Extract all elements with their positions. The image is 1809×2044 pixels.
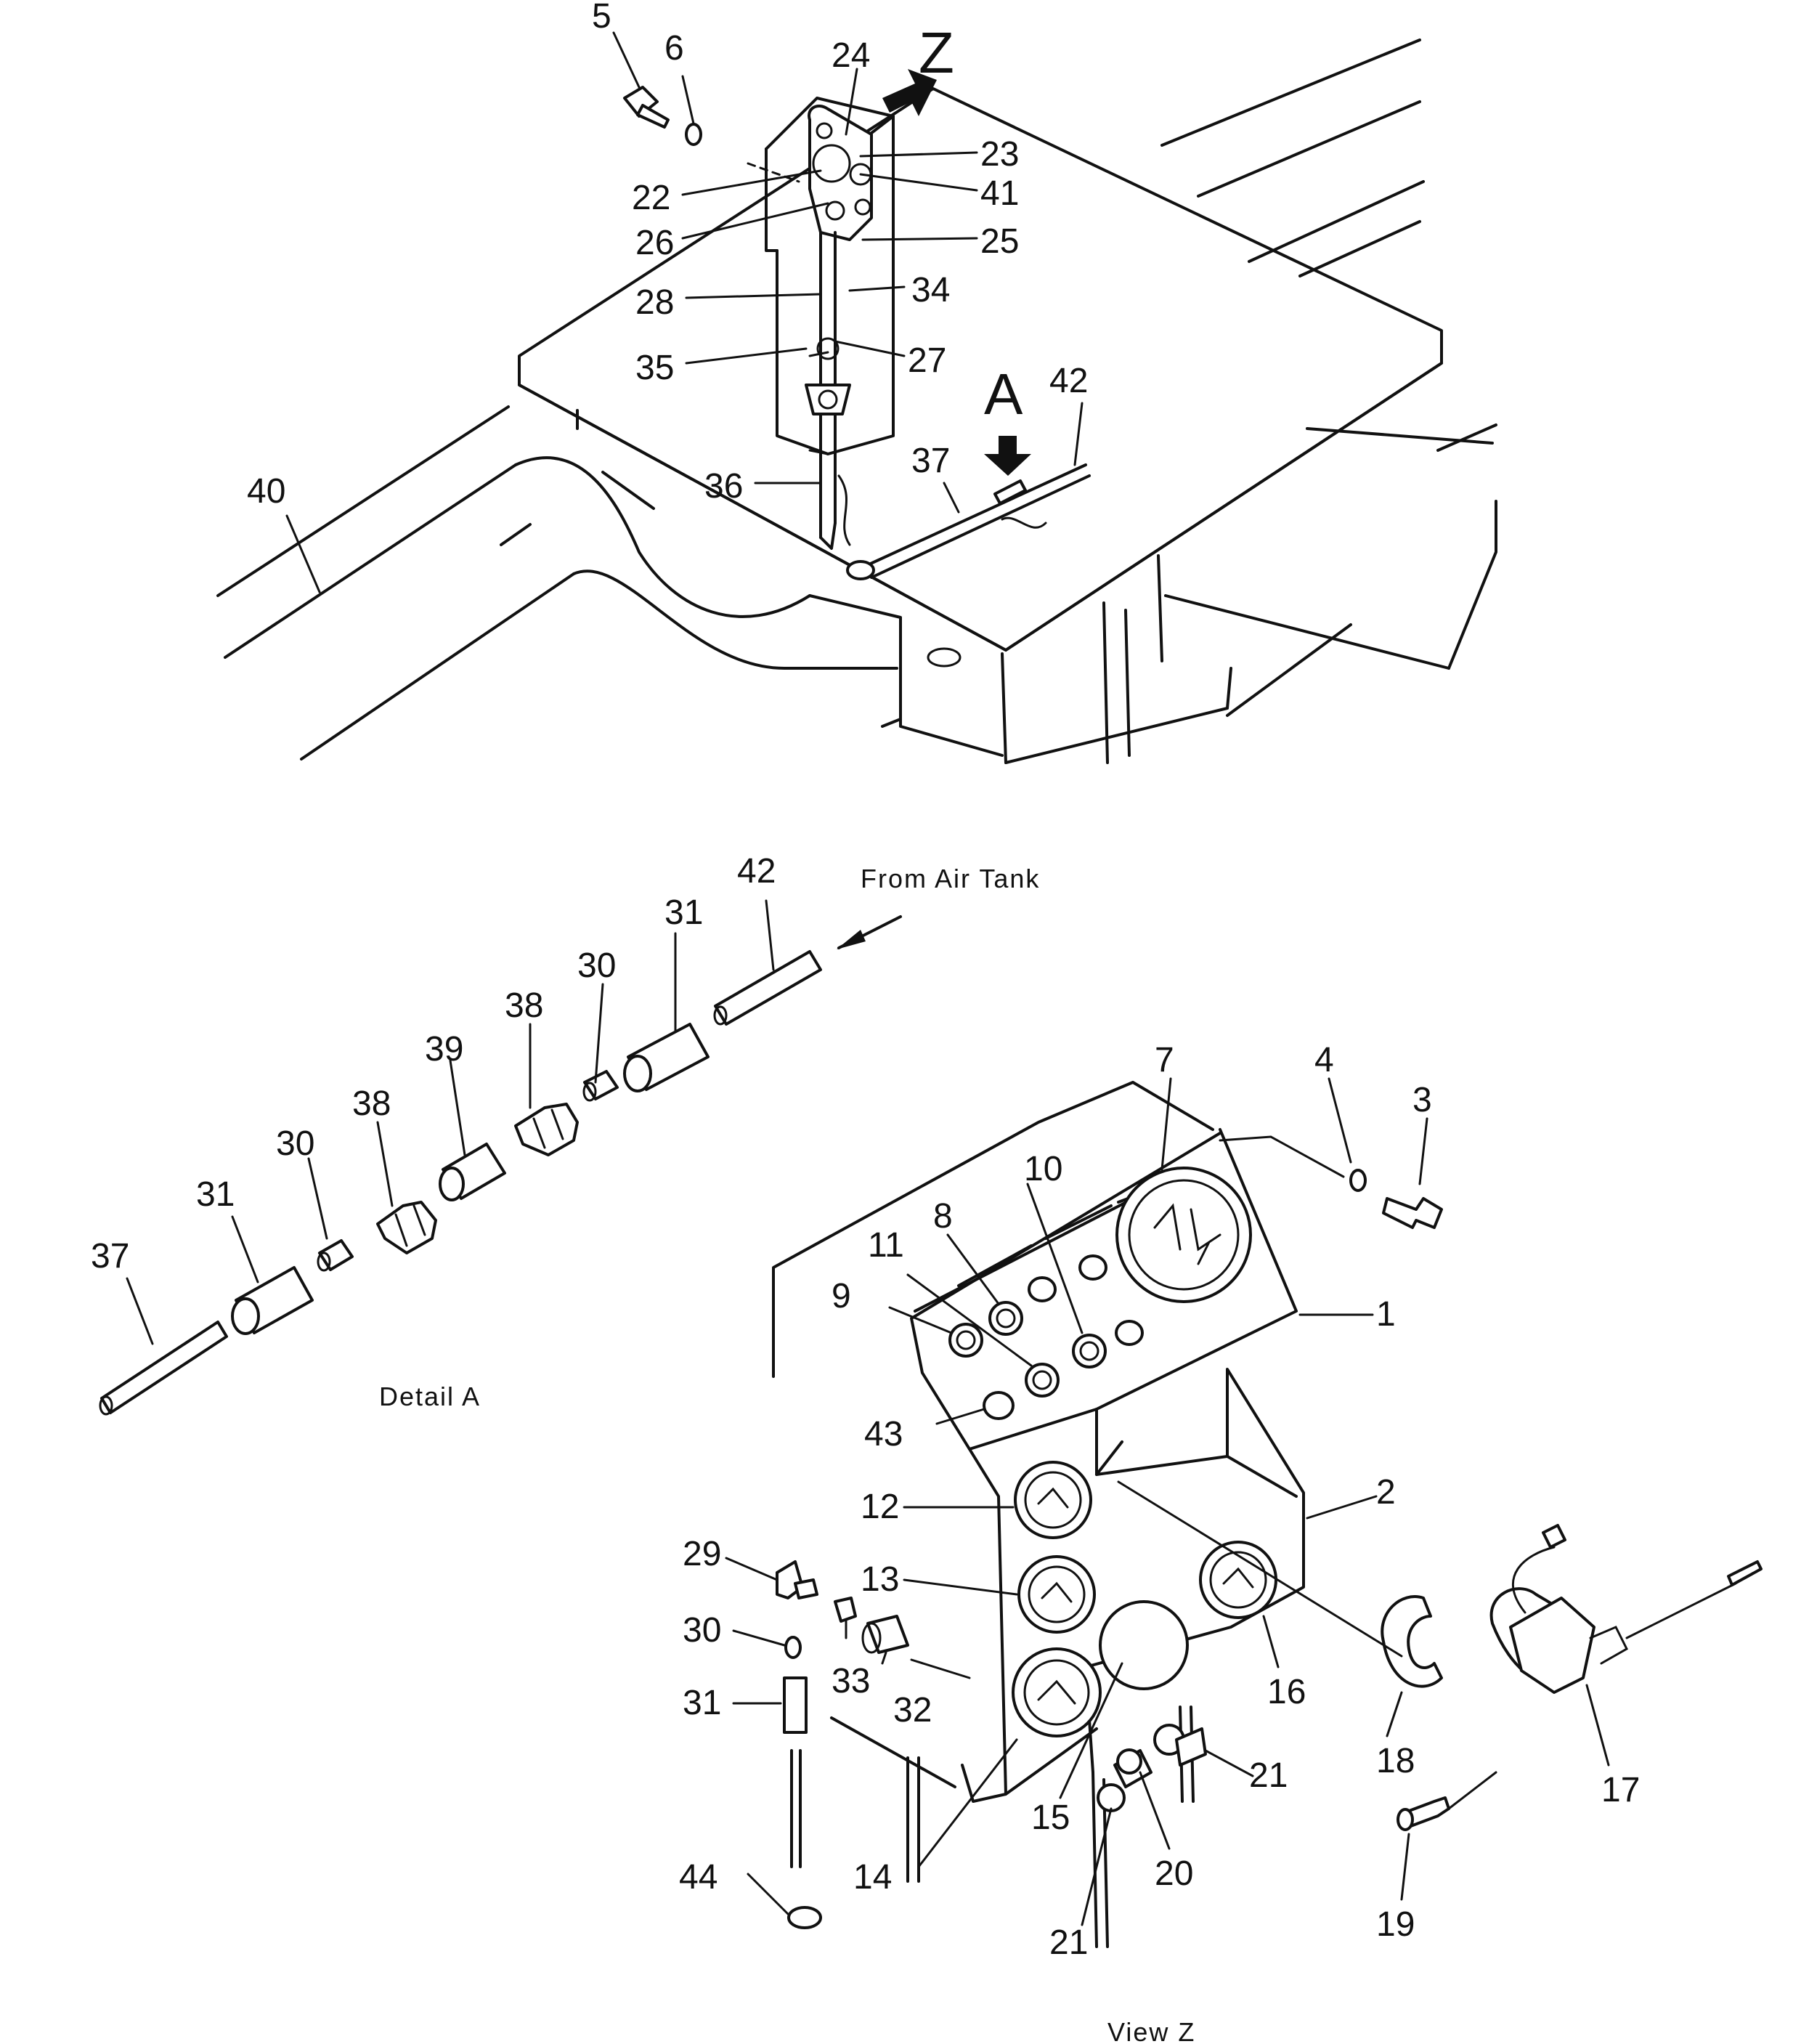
callout-5: 5 <box>592 0 611 36</box>
clip-44 <box>787 1906 822 1929</box>
washer-6 <box>685 123 702 146</box>
switch-17 <box>1489 1524 1763 1694</box>
callout-27: 27 <box>908 341 946 380</box>
callout-13: 13 <box>861 1560 899 1599</box>
detail-leader-lines <box>126 899 775 1345</box>
top-leader-lines <box>285 31 1084 593</box>
callout-1: 1 <box>1376 1295 1396 1334</box>
callout-23: 23 <box>980 135 1019 174</box>
washer-4 <box>1349 1169 1367 1192</box>
callout-43: 43 <box>864 1415 903 1453</box>
callout-14: 14 <box>853 1858 892 1897</box>
switch-20 <box>1113 1748 1153 1788</box>
callout-30-detail-top: 30 <box>577 946 616 985</box>
callout-44: 44 <box>679 1858 717 1897</box>
detail-callouts: 42 31 30 38 39 38 30 31 37 <box>91 852 776 1276</box>
callout-33: 33 <box>832 1662 870 1700</box>
callout-26: 26 <box>635 224 674 262</box>
callout-38-detail-top: 38 <box>505 986 543 1025</box>
instrument-panel <box>772 1081 1763 1948</box>
callout-37-detail: 37 <box>91 1237 129 1276</box>
callout-42-top: 42 <box>1049 362 1088 400</box>
view-z-letter: Z <box>919 20 954 85</box>
callout-16: 16 <box>1267 1673 1306 1711</box>
callout-18: 18 <box>1376 1742 1415 1780</box>
knob-10 <box>1072 1334 1107 1368</box>
callout-39: 39 <box>425 1030 463 1068</box>
view-z-caption: View Z <box>1107 2017 1195 2044</box>
gauge-13 <box>1017 1555 1096 1634</box>
callout-21-lower: 21 <box>1049 1923 1088 1962</box>
ring-18 <box>1381 1595 1443 1688</box>
nut-31-panel <box>783 1676 808 1734</box>
gauge-12 <box>1014 1461 1092 1539</box>
callout-41: 41 <box>980 174 1019 213</box>
gauge-16 <box>1199 1541 1277 1619</box>
callout-31-detail-top: 31 <box>664 893 703 932</box>
callout-32: 32 <box>893 1691 932 1729</box>
knob-8 <box>988 1301 1023 1336</box>
knob-11 <box>1025 1363 1060 1398</box>
callout-6: 6 <box>664 29 684 68</box>
callout-8: 8 <box>933 1197 953 1236</box>
callout-24: 24 <box>832 36 870 75</box>
knob-9 <box>948 1323 983 1358</box>
bolt-5 <box>623 86 670 129</box>
top-callouts: 5 6 24 23 41 22 26 25 28 34 35 27 42 37 … <box>247 0 1088 511</box>
callout-11: 11 <box>868 1226 904 1265</box>
callout-22: 22 <box>632 179 670 217</box>
callout-20: 20 <box>1155 1854 1193 1893</box>
callout-17: 17 <box>1601 1771 1640 1809</box>
callout-12: 12 <box>861 1488 899 1526</box>
sleeve-30-panel <box>784 1636 802 1659</box>
detail-a-letter: A <box>984 362 1023 426</box>
callout-30-detail-bottom: 30 <box>276 1124 314 1163</box>
callout-21-upper: 21 <box>1249 1756 1288 1795</box>
gauge-14 <box>1012 1647 1102 1737</box>
callout-31-panel: 31 <box>683 1684 721 1722</box>
callout-34: 34 <box>911 271 950 309</box>
cover-15 <box>1099 1600 1189 1690</box>
callout-9: 9 <box>832 1277 851 1315</box>
callout-31-detail-bottom: 31 <box>196 1175 235 1214</box>
callout-36: 36 <box>704 467 743 506</box>
detail-a-arrow: A <box>984 362 1031 476</box>
floor-console-assembly <box>216 38 1497 764</box>
callout-2: 2 <box>1376 1473 1396 1512</box>
detail-a-caption: Detail A <box>379 1382 481 1411</box>
callout-30-panel: 30 <box>683 1611 721 1650</box>
callout-40: 40 <box>247 472 285 511</box>
callout-35: 35 <box>635 349 674 387</box>
callout-15: 15 <box>1031 1798 1070 1837</box>
callout-3: 3 <box>1412 1081 1432 1119</box>
callout-7: 7 <box>1155 1041 1174 1079</box>
callout-4: 4 <box>1314 1041 1334 1079</box>
callout-28: 28 <box>635 283 674 322</box>
view-z-arrow: Z <box>882 20 954 116</box>
detail-a-assembly <box>99 915 902 1416</box>
callout-19: 19 <box>1376 1905 1415 1944</box>
callout-42-detail: 42 <box>737 852 776 891</box>
nut-32 <box>866 1615 909 1654</box>
callout-25: 25 <box>980 222 1019 261</box>
callout-29: 29 <box>683 1535 721 1573</box>
from-air-tank-label: From Air Tank <box>861 864 1040 893</box>
callout-37-top: 37 <box>911 442 950 480</box>
bolt-3 <box>1382 1197 1443 1229</box>
panel-callouts: 7 4 3 10 8 11 9 1 43 12 2 29 13 30 33 32… <box>679 1041 1640 1962</box>
callout-10: 10 <box>1024 1150 1062 1188</box>
sleeve-33 <box>834 1597 857 1623</box>
callout-38-detail-bottom: 38 <box>352 1084 391 1123</box>
panel-leader-lines <box>725 1077 1610 1926</box>
